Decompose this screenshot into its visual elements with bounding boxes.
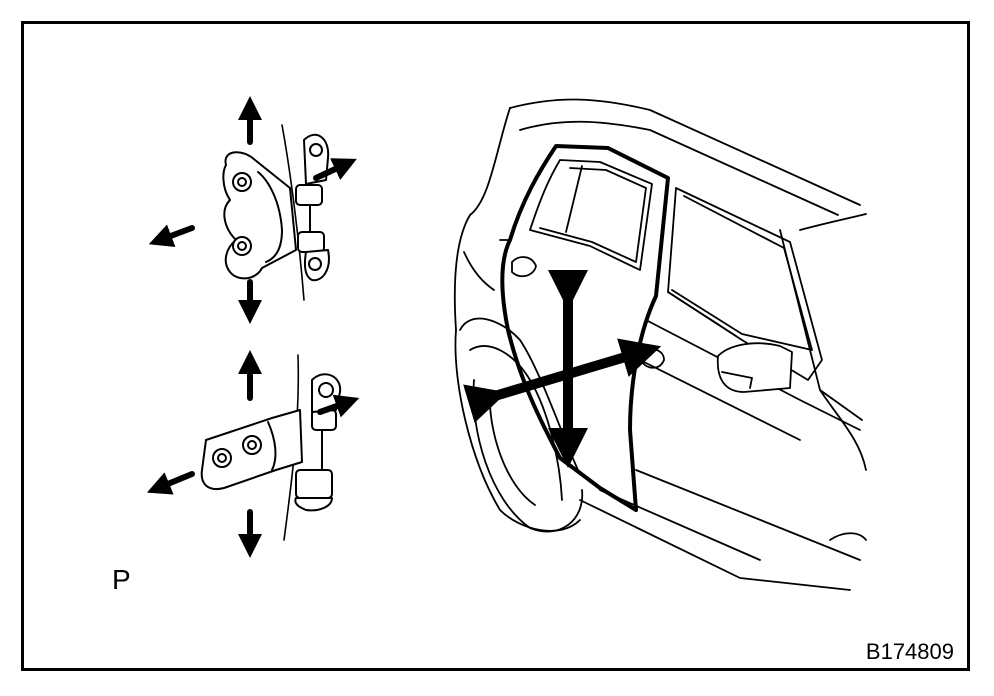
lower-hinge-arrows [146, 350, 360, 558]
rear-door-icon [453, 98, 867, 591]
arrow-horizontal-icon [463, 338, 662, 423]
upper-hinge-arrows [148, 96, 357, 324]
lower-hinge-icon [200, 354, 342, 541]
door-adjustment-arrows [463, 270, 662, 468]
arrow-right-icon [317, 394, 360, 418]
figure-code: B174809 [865, 639, 954, 664]
arrow-right-icon [313, 158, 357, 181]
arrow-left-icon [146, 471, 195, 495]
view-letter: P [112, 564, 131, 595]
arrow-left-icon [148, 224, 195, 248]
upper-hinge-icon [222, 124, 330, 301]
